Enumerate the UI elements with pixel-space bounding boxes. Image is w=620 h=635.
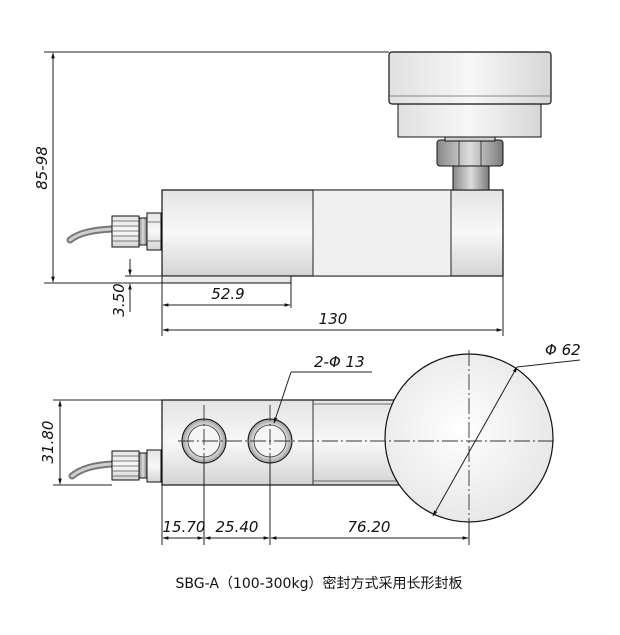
top-connector xyxy=(111,449,162,483)
side-connector xyxy=(111,212,162,251)
seal-plate-side xyxy=(312,189,452,277)
foot-offset-label: 76.20 xyxy=(348,518,391,536)
side-view: 85-98 3.50 52.9 130 xyxy=(33,51,552,336)
side-nut xyxy=(436,139,504,167)
plate-length-label: 52.9 xyxy=(211,285,244,303)
hole-spacing-label: 25.40 xyxy=(216,518,259,536)
drawing-caption: SBG-A（100-300kg）密封方式采用长形封板 xyxy=(176,575,463,592)
side-stem xyxy=(452,164,490,191)
foot-diameter-label: Φ 62 xyxy=(545,341,581,359)
plate-thickness-label: 3.50 xyxy=(110,283,128,316)
top-view: Φ 62 2-Φ 13 31.80 15.70 25.40 76.20 xyxy=(39,341,581,545)
height-dimension-label: 85-98 xyxy=(33,146,51,190)
width-dimension-label: 31.80 xyxy=(39,421,57,464)
foot-top xyxy=(388,51,552,105)
bottom-plate xyxy=(161,275,292,284)
body-length-label: 130 xyxy=(319,310,348,328)
hole1-offset-label: 15.70 xyxy=(163,518,206,536)
hole-count-label: 2-Φ 13 xyxy=(314,353,365,371)
foot-neck xyxy=(397,101,542,138)
